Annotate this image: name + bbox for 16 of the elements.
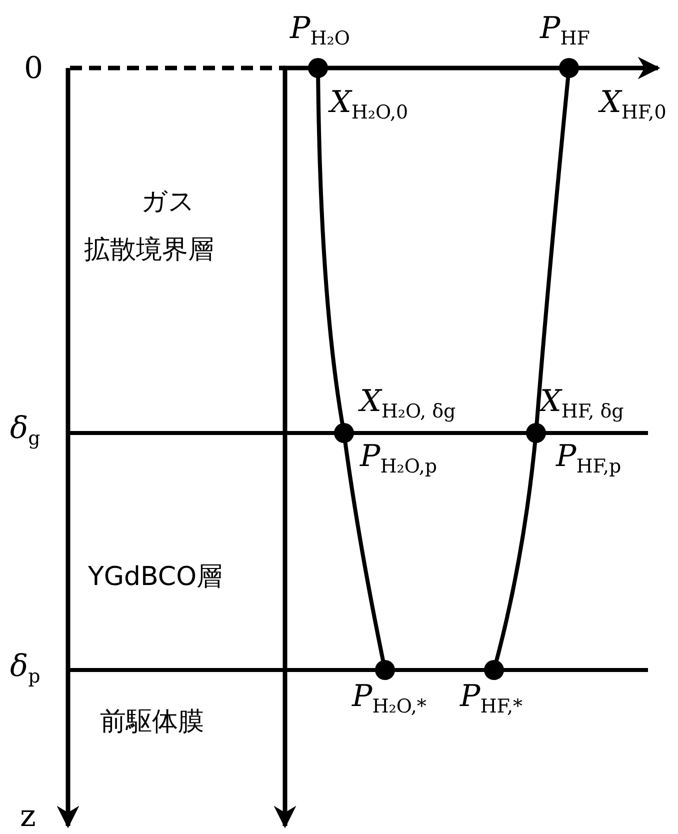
depth-label: δ$_{g}$ — [10, 412, 40, 450]
mole-fraction-label: X$_{HF,0}$ — [600, 86, 666, 124]
pressure-label: P$_{HF,*}$ — [460, 680, 523, 718]
layer-label: 拡散境界層 — [84, 236, 214, 265]
pressure-label: P$_{H₂O}$ — [290, 12, 350, 50]
axis-label: z — [20, 800, 36, 833]
pressure-label: P$_{H₂O,*}$ — [352, 680, 426, 718]
layer-label: ガス — [141, 188, 195, 217]
depth-label: 0 — [24, 52, 44, 85]
pressure-label: P$_{H₂O,p}$ — [360, 440, 438, 478]
pressure-label: P$_{HF}$ — [540, 12, 590, 50]
depth-label: δ$_{p}$ — [10, 650, 40, 688]
pressure-label: P$_{HF,p}$ — [556, 440, 622, 478]
layer-label: 前駆体膜 — [100, 708, 204, 737]
layer-label: YGdBCO層 — [88, 563, 223, 592]
mole-fraction-label: X$_{H₂O,0}$ — [330, 86, 408, 124]
